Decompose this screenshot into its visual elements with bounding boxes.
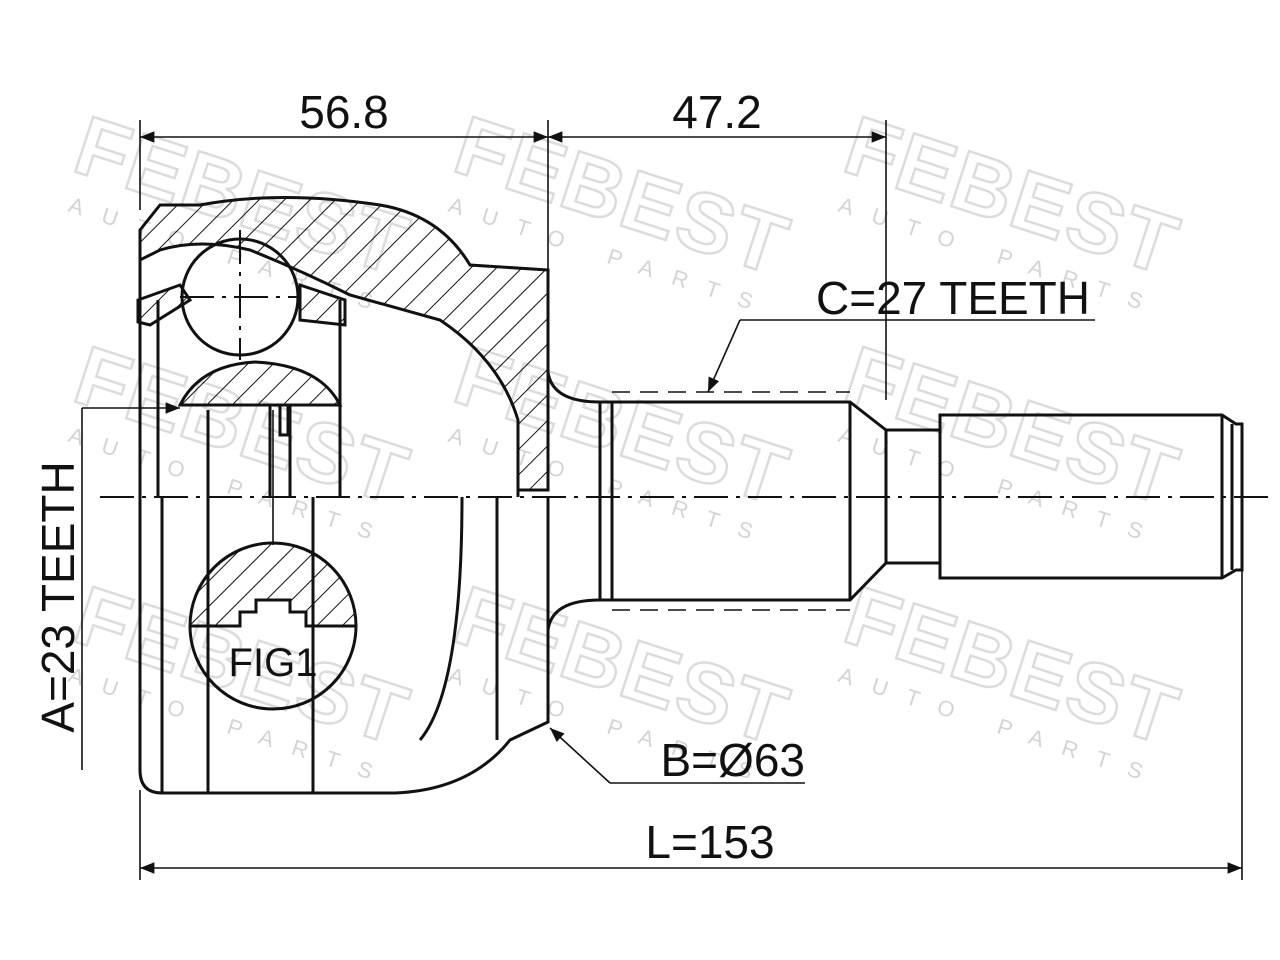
housing-lower [138,496,550,795]
inner-teeth-label: A=23 TEETH [32,461,84,732]
dimension-shaft-length: 47.2 [548,86,886,143]
outer-teeth-label: C=27 TEETH [816,272,1090,324]
fig1-label: FIG1 [229,641,318,685]
dimension-total-length: L=153 [140,816,1242,874]
watermark-4: FEBEST AUTO PARTS [63,326,421,550]
watermark-9: FEBEST AUTO PARTS [833,566,1191,790]
outer-diameter-label: B=Ø63 [661,734,806,786]
ball-and-cage [136,230,347,497]
total-length-label: L=153 [645,816,774,868]
callout-inner-teeth: A=23 TEETH [32,402,180,770]
outer-length-label: 56.8 [299,86,389,138]
shaft-length-label: 47.2 [672,86,762,138]
housing-upper-section [138,196,550,497]
dimension-outer-length: 56.8 [140,86,548,143]
fig1-detail: FIG1 [188,410,358,711]
callout-outer-diameter: B=Ø63 [549,727,806,786]
inner-race [177,360,343,407]
watermark-6: FEBEST AUTO PARTS [833,326,1191,550]
callout-outer-teeth: C=27 TEETH [707,272,1095,393]
